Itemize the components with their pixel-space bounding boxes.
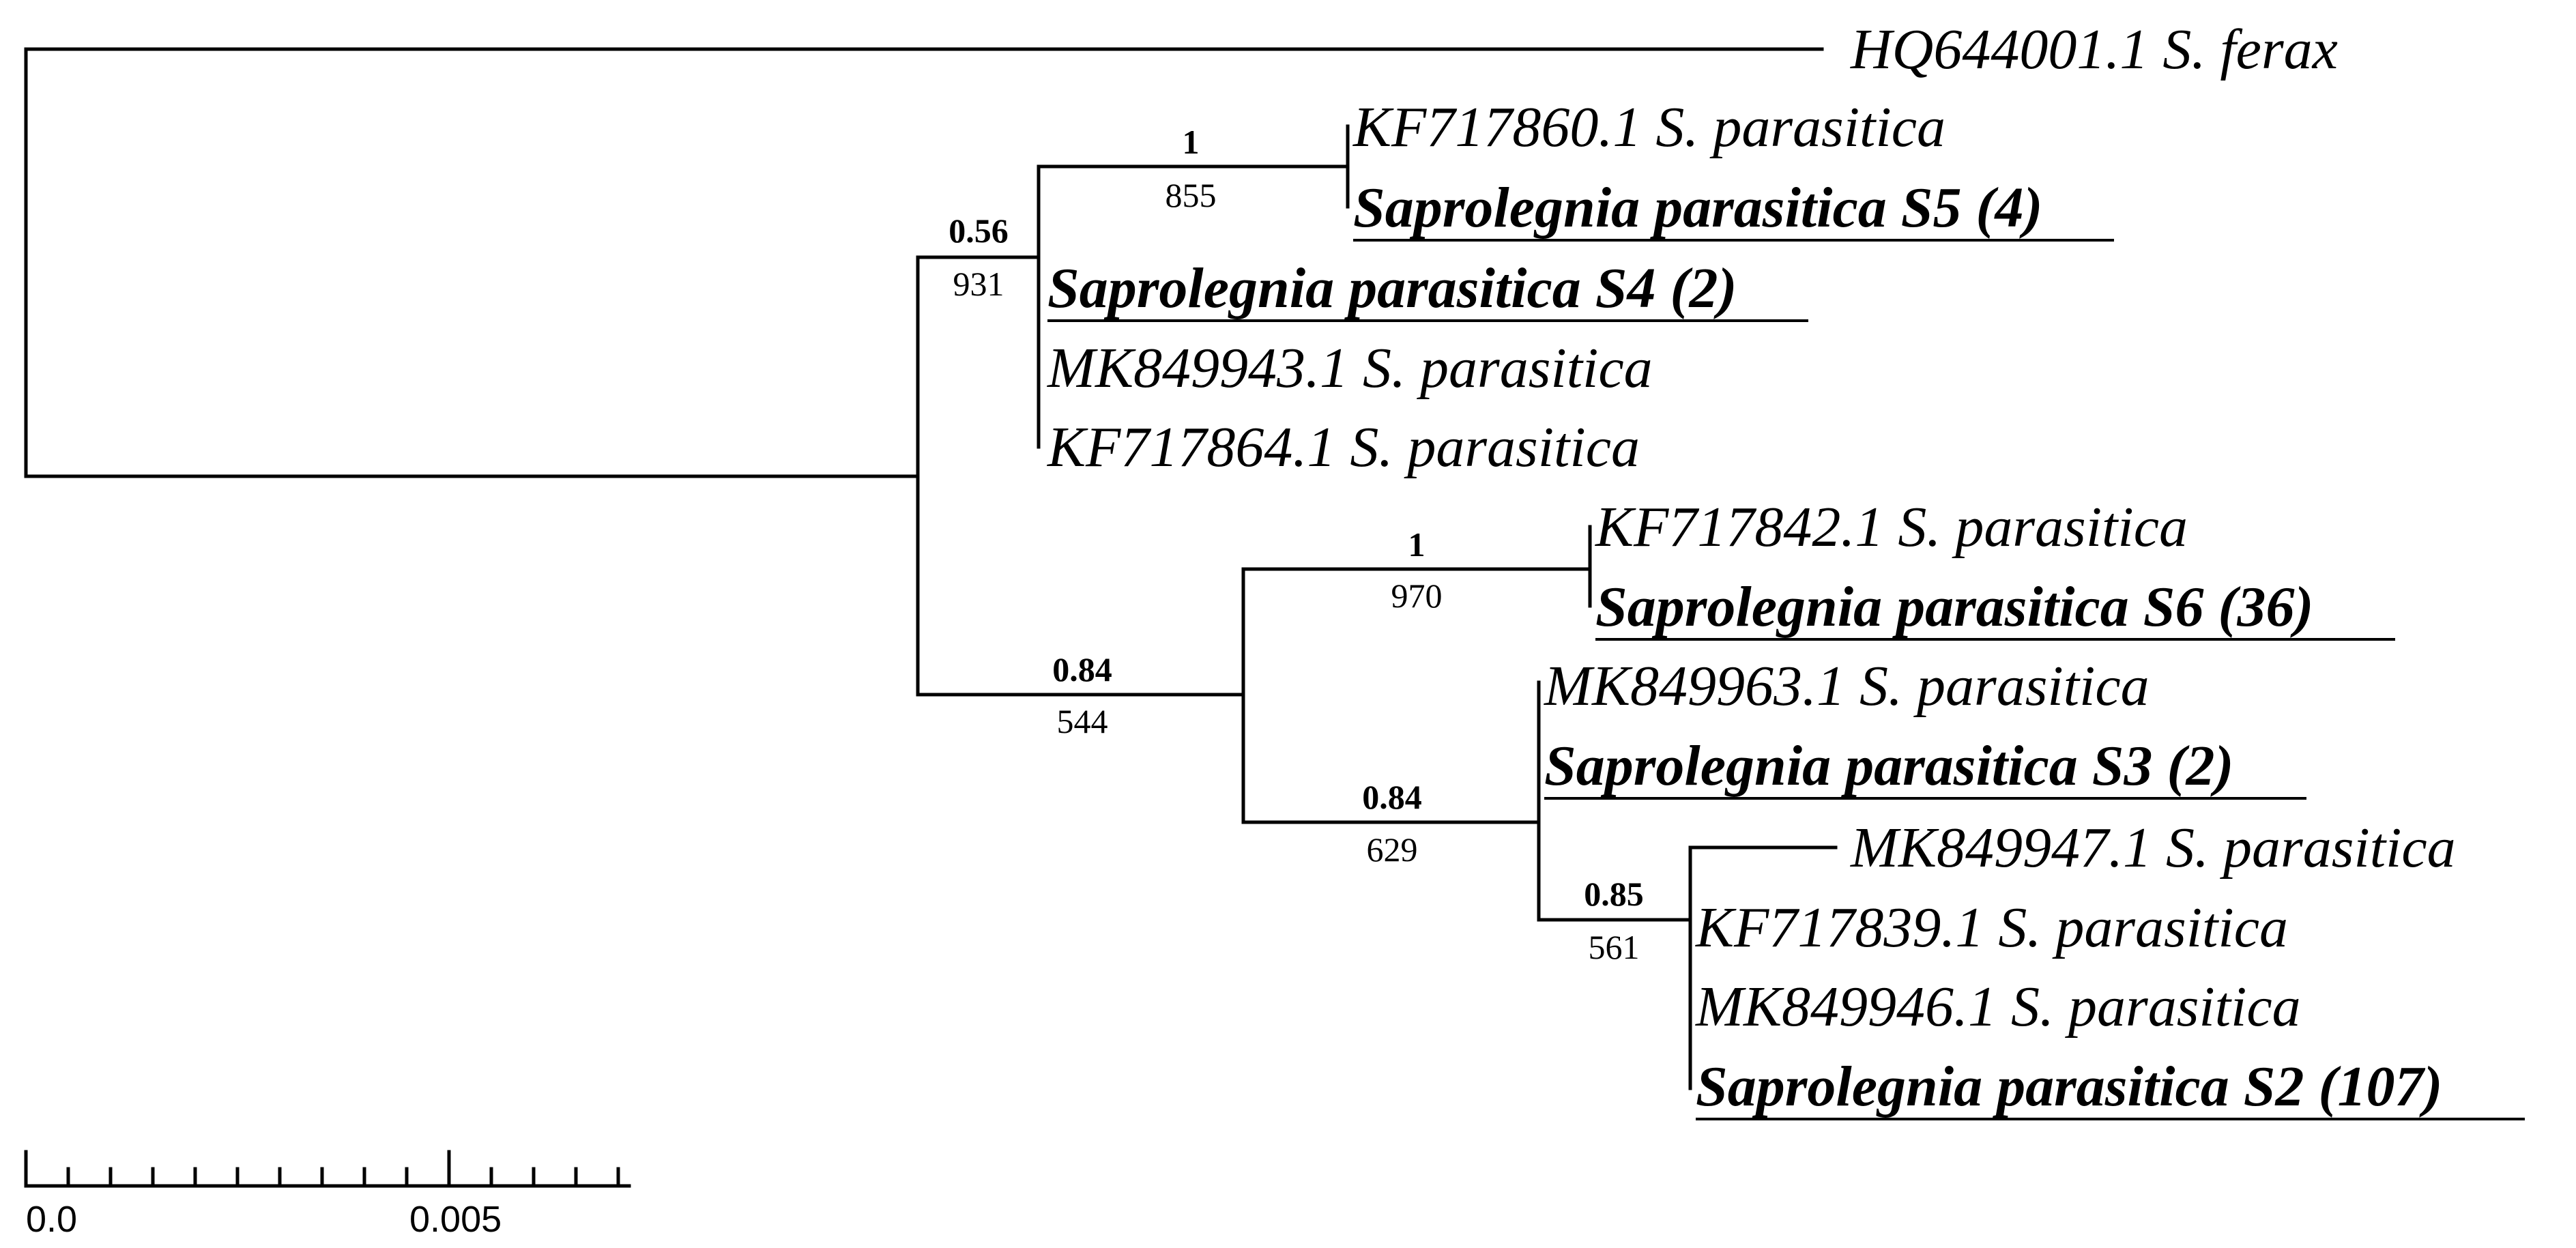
bootstrap-n2: 931 [953,265,1004,303]
bootstrap-n6: 561 [1589,928,1640,966]
leaf-label: KF717842.1 S. parasitica [1595,495,2188,559]
leaf-label: MK849947.1 S. parasitica [1850,816,2456,880]
posterior-n4: 0.84 [1052,650,1112,688]
leaf-label: KF717860.1 S. parasitica [1352,96,1945,159]
leaf-label-isolate: Saprolegnia parasitica S4 (2) [1047,257,1737,320]
bootstrap-n4: 544 [1057,702,1108,740]
tree-branches [24,47,1838,1090]
leaf-label: HQ644001.1 S. ferax [1850,18,2338,81]
leaf-label-isolate: Saprolegnia parasitica S2 (107) [1696,1055,2442,1118]
leaf-label: KF717864.1 S. parasitica [1047,416,1640,479]
bootstrap-n5: 629 [1367,830,1418,869]
posterior-n3: 1 [1408,525,1426,564]
leaf-label-isolate: Saprolegnia parasitica S6 (36) [1595,575,2313,639]
bootstrap-n3: 970 [1391,577,1443,615]
leaf-label-isolate: Saprolegnia parasitica S3 (2) [1544,734,2233,798]
leaf-label-isolate: Saprolegnia parasitica S5 (4) [1353,176,2042,240]
scale-tick-label: 0.005 [409,1199,502,1240]
leaf-label: MK849943.1 S. parasitica [1047,336,1653,400]
bootstrap-n1: 855 [1166,176,1217,214]
posterior-n6: 0.85 [1584,875,1644,913]
posterior-n2: 0.56 [949,212,1009,250]
scale-bar: 0.0 0.005 [24,1150,631,1240]
posterior-n1: 1 [1183,123,1200,161]
node-supports: 1 855 0.56 931 1 970 0.84 544 0.84 629 0… [949,123,1644,966]
leaf-label: MK849963.1 S. parasitica [1544,654,2150,718]
leaf-label: MK849946.1 S. parasitica [1695,975,2301,1039]
posterior-n5: 0.84 [1362,778,1422,816]
leaf-label: KF717839.1 S. parasitica [1695,896,2288,959]
leaf-labels: HQ644001.1 S. ferax KF717860.1 S. parasi… [1047,18,2525,1120]
scale-tick-label: 0.0 [26,1199,77,1240]
